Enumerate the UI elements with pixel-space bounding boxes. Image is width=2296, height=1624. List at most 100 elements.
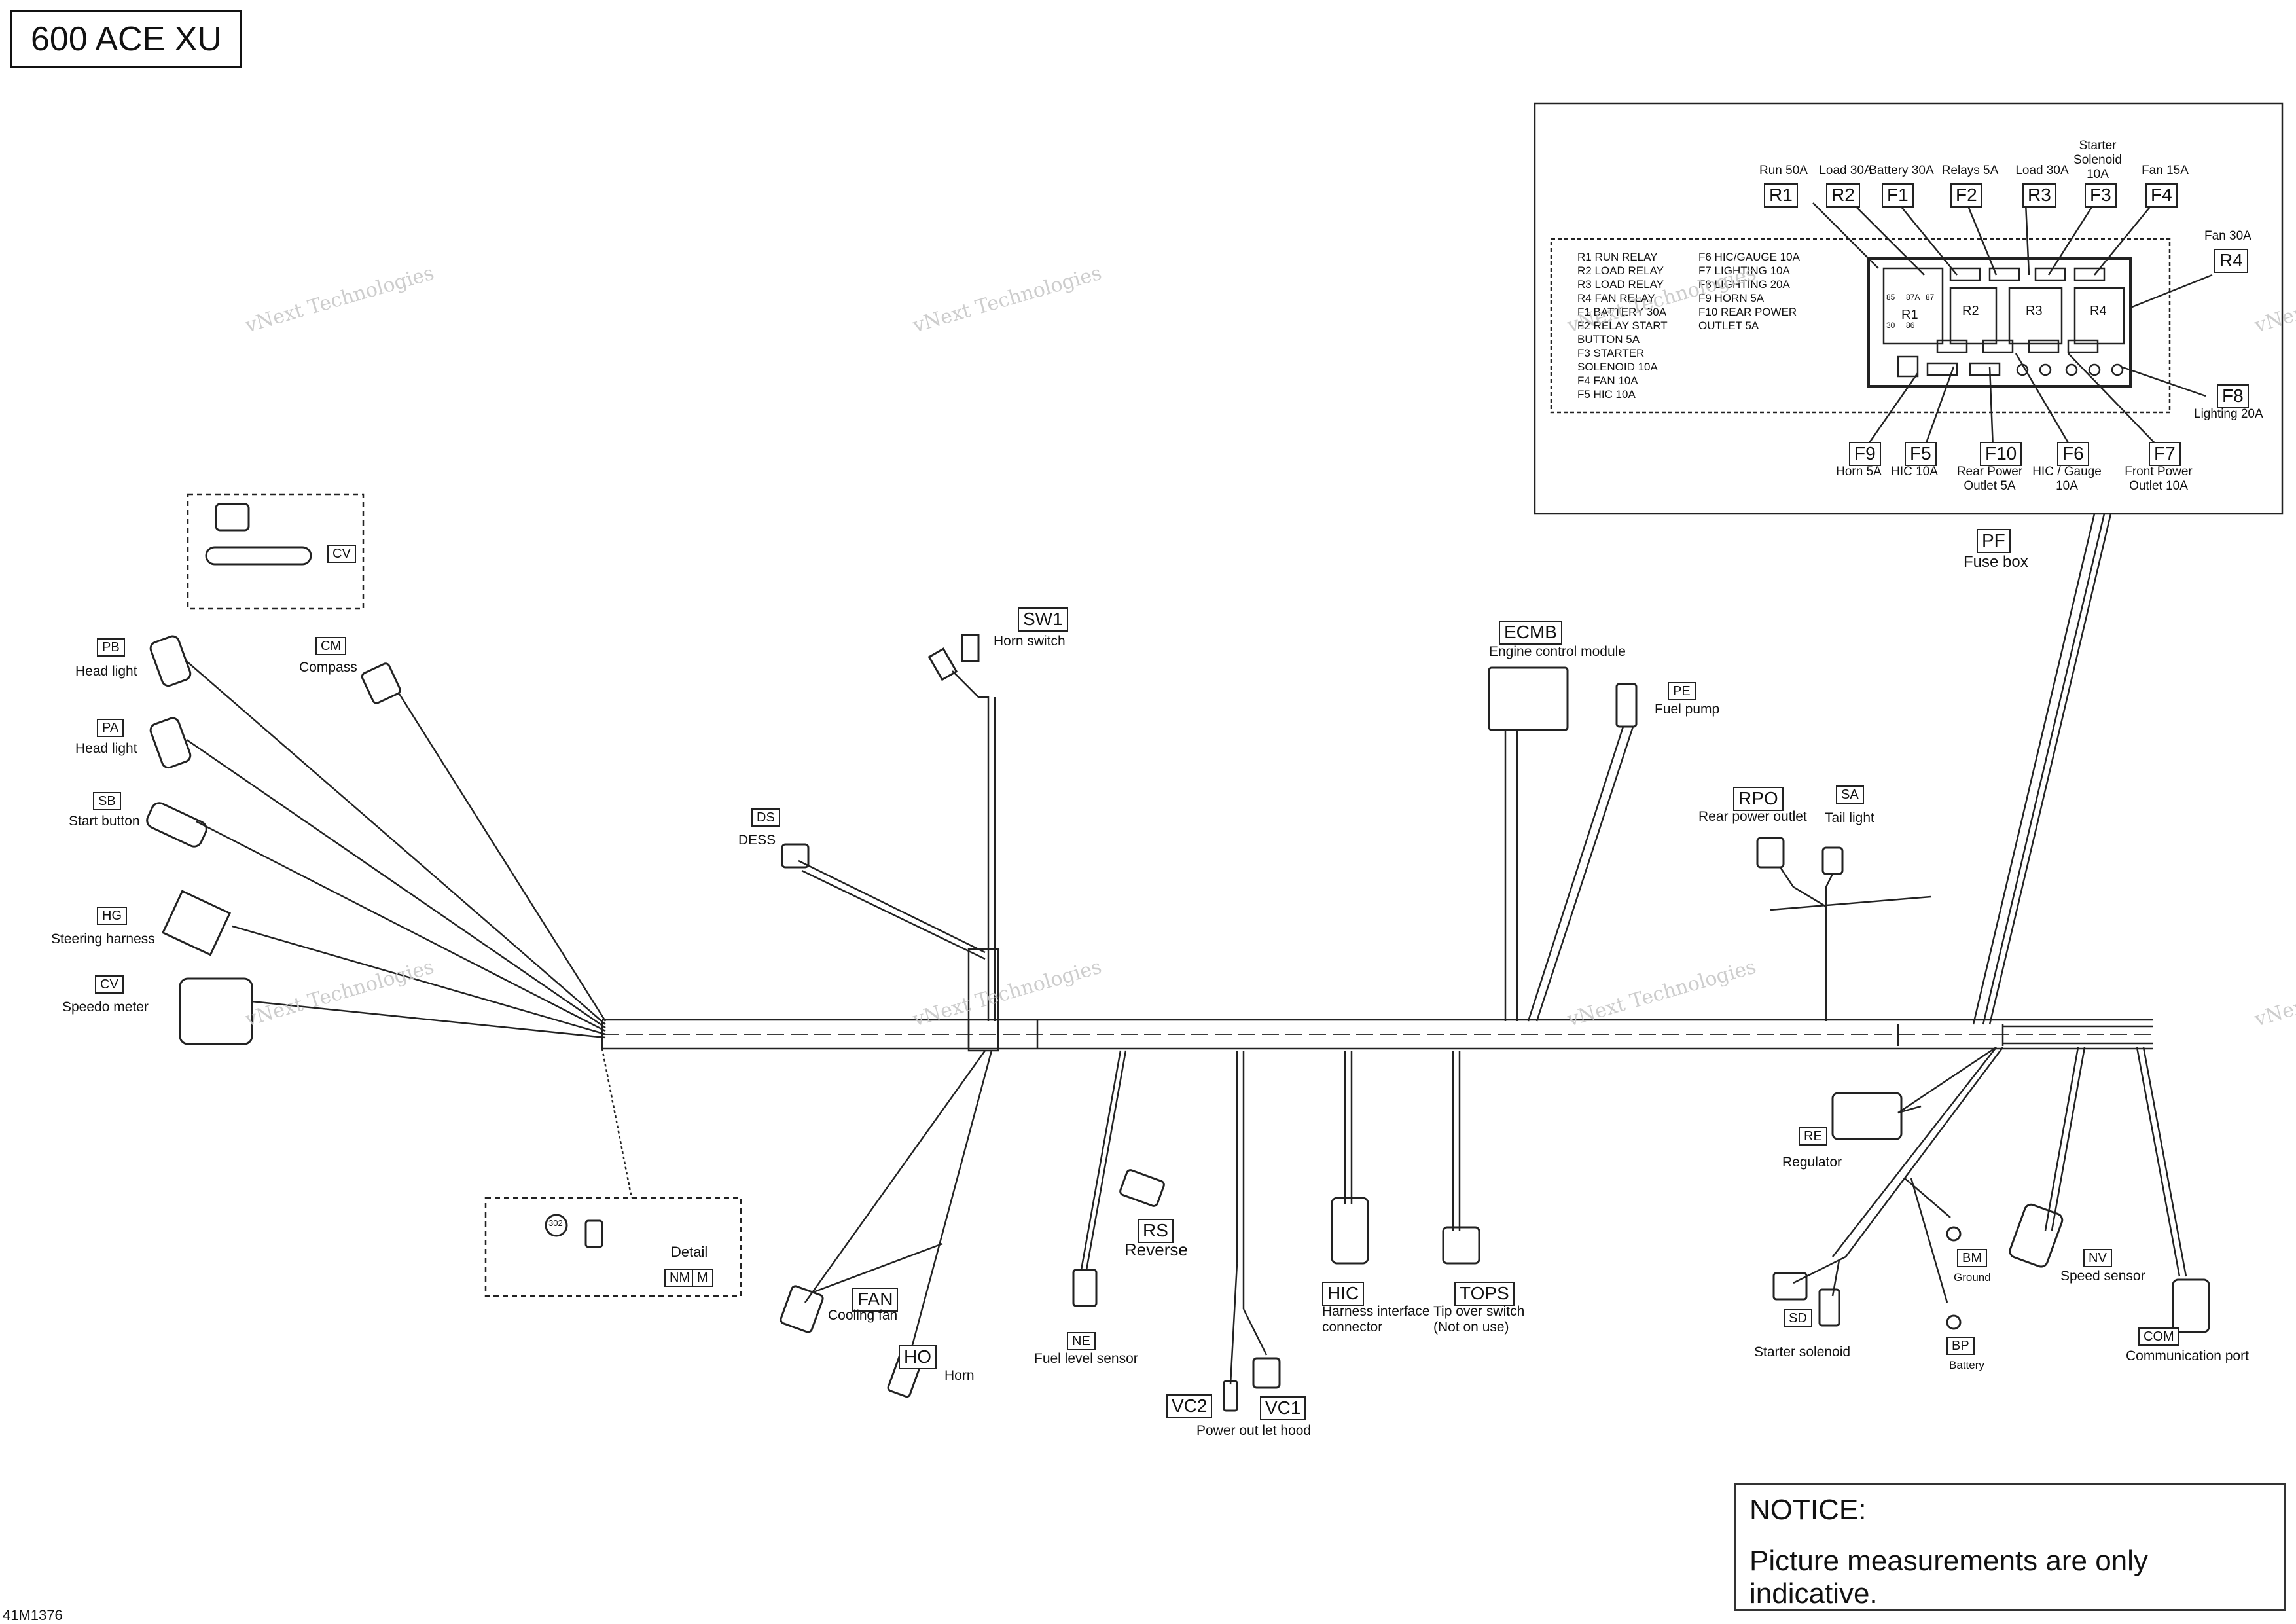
fuse-block-relay-R1: R1 [1901, 308, 1918, 322]
bm-label: Ground [1954, 1271, 1991, 1284]
fuse-box-label: Fuse box [1964, 553, 2028, 571]
fuse-legend-right-4: F10 REAR POWER [1698, 306, 1797, 318]
hg-connector-icon [161, 890, 232, 956]
fuse-legend-left-9: F4 FAN 10A [1577, 374, 1638, 387]
lower-branch-wires [804, 1050, 1461, 1385]
fuse-top-label-F1: Battery 30A [1869, 164, 1934, 177]
detail-callout: 302 [548, 1218, 563, 1228]
tops-label: Tip over switch (Not on use) [1433, 1304, 1525, 1335]
ne-label: Fuel level sensor [1034, 1351, 1138, 1366]
fuse-top-label-R3: Load 30A [2015, 164, 2069, 177]
pb-label: Head light [75, 664, 137, 679]
sw1-label: Horn switch [994, 634, 1066, 649]
fuse-legend-right-3: F9 HORN 5A [1698, 292, 1765, 304]
fuse-top-code-F3: F3 [2085, 183, 2117, 208]
detail-tag-0: NM [664, 1269, 696, 1287]
pe-code: PE [1668, 682, 1696, 700]
fuse-legend-left-2: R3 LOAD RELAY [1577, 278, 1664, 291]
bm-terminal-icon [1946, 1226, 1962, 1242]
detail-callout-circle [545, 1214, 568, 1237]
pb-connector-icon [149, 635, 192, 687]
rs-code: RS [1138, 1219, 1174, 1243]
sa-connector-icon [1821, 846, 1844, 875]
detail-tag-1: M [692, 1269, 713, 1287]
fuse-block-pin-4: 86 [1906, 321, 1915, 330]
fuse-box-code: PF [1977, 529, 2011, 553]
fuse-top-code-F1: F1 [1882, 183, 1914, 208]
notice-text: Picture measurements are only indicative… [1749, 1545, 2148, 1610]
re-connector-icon [1831, 1092, 1903, 1140]
fuse-box-panel [1534, 102, 2284, 515]
fuse-bottom-code-F9: F9 [1849, 442, 1881, 466]
re-code: RE [1799, 1127, 1827, 1146]
com-label: Communication port [2126, 1348, 2249, 1363]
rs-label: Reverse [1124, 1240, 1188, 1259]
ne-code: NE [1067, 1332, 1096, 1350]
fuse-legend-left-10: F5 HIC 10A [1577, 388, 1636, 401]
fuse-bottom-label-F10: Rear Power Outlet 5A [1956, 465, 2023, 493]
detail-box [484, 1197, 742, 1297]
sb-label: Start button [69, 814, 140, 829]
fuse-legend-right-0: F6 HIC/GAUGE 10A [1698, 251, 1800, 263]
rpo-connector-icon [1756, 837, 1785, 869]
sa-code: SA [1836, 785, 1864, 804]
pa-label: Head light [75, 741, 137, 756]
ecm-branches [1504, 726, 1634, 1022]
fuse-block-pin-3: 30 [1886, 321, 1895, 330]
connector-glyphs [146, 503, 2210, 1412]
fuse-bottom-label-F6: HIC / Gauge 10A [2032, 465, 2102, 493]
fuse-block [1812, 202, 2213, 449]
sa-label: Tail light [1825, 810, 1874, 825]
center-upper-branches [798, 670, 999, 1052]
nv-code: NV [2083, 1249, 2112, 1267]
ecmb-connector-icon [1488, 666, 1569, 731]
compass-detail-box [187, 493, 365, 610]
fan-connector-icon [780, 1285, 824, 1333]
fuse-bottom-label-F5: HIC 10A [1891, 465, 1938, 478]
fuse-legend-left-5: F2 RELAY START [1577, 319, 1668, 332]
fuse-block-pin-0: 85 [1886, 293, 1895, 302]
fan-code: FAN [852, 1288, 899, 1312]
cm-label: Compass [299, 660, 357, 675]
tops-code: TOPS [1454, 1282, 1515, 1306]
fuse-bottom-code-F6: F6 [2057, 442, 2089, 466]
fuse-top-label-F4: Fan 15A [2142, 164, 2189, 177]
fuse-legend-left-1: R2 LOAD RELAY [1577, 264, 1664, 277]
sd-code: SD [1784, 1309, 1812, 1327]
sw1-code: SW1 [1018, 607, 1068, 632]
right-lower-branches [1793, 1046, 2187, 1303]
ds-code: DS [751, 808, 780, 827]
fuse-legend-left-8: SOLENOID 10A [1577, 361, 1658, 373]
vc1-connector-icon [1252, 1357, 1281, 1389]
fuse-right-label-R4: Fan 30A [2204, 229, 2251, 243]
ne-connector-icon [1072, 1269, 1098, 1307]
fuse-block-relay-R3: R3 [2026, 304, 2043, 318]
cm-detail-connector-icon [215, 503, 250, 532]
ds-label: DESS [738, 833, 776, 848]
fuse-top-label-F3: Starter Solenoid 10A [2073, 139, 2122, 181]
notice-title: NOTICE: [1749, 1494, 1867, 1526]
fuse-right-code-R4: R4 [2214, 249, 2248, 273]
pa-connector-icon [149, 717, 192, 769]
fuse-bottom-label-F7: Front Power Outlet 10A [2125, 465, 2193, 493]
fuse-bottom-code-F10: F10 [1980, 442, 2022, 466]
bm-code: BM [1957, 1249, 1987, 1267]
fuse-box-feed [1972, 513, 2112, 1025]
fuse-legend-left-6: BUTTON 5A [1577, 333, 1640, 346]
sb-code: SB [93, 792, 121, 810]
vc2-connector-icon [1223, 1380, 1238, 1412]
fuse-top-code-R3: R3 [2022, 183, 2056, 208]
fuse-right-label-F8: Lighting 20A [2194, 407, 2263, 421]
cm-code: CM [315, 637, 347, 655]
hic-connector-icon [1331, 1197, 1369, 1265]
figure-number: 41M1376 [3, 1607, 63, 1623]
rs-connector-icon [1119, 1169, 1165, 1207]
diagram-title: 600 ACE XU [10, 10, 242, 68]
fuse-right-code-F8: F8 [2217, 384, 2249, 408]
ds-connector-icon [781, 843, 810, 869]
pb-code: PB [97, 638, 125, 657]
rpo-code: RPO [1733, 787, 1784, 811]
cv-connector-icon [179, 977, 253, 1045]
ecmb-label: Engine control module [1489, 644, 1626, 659]
